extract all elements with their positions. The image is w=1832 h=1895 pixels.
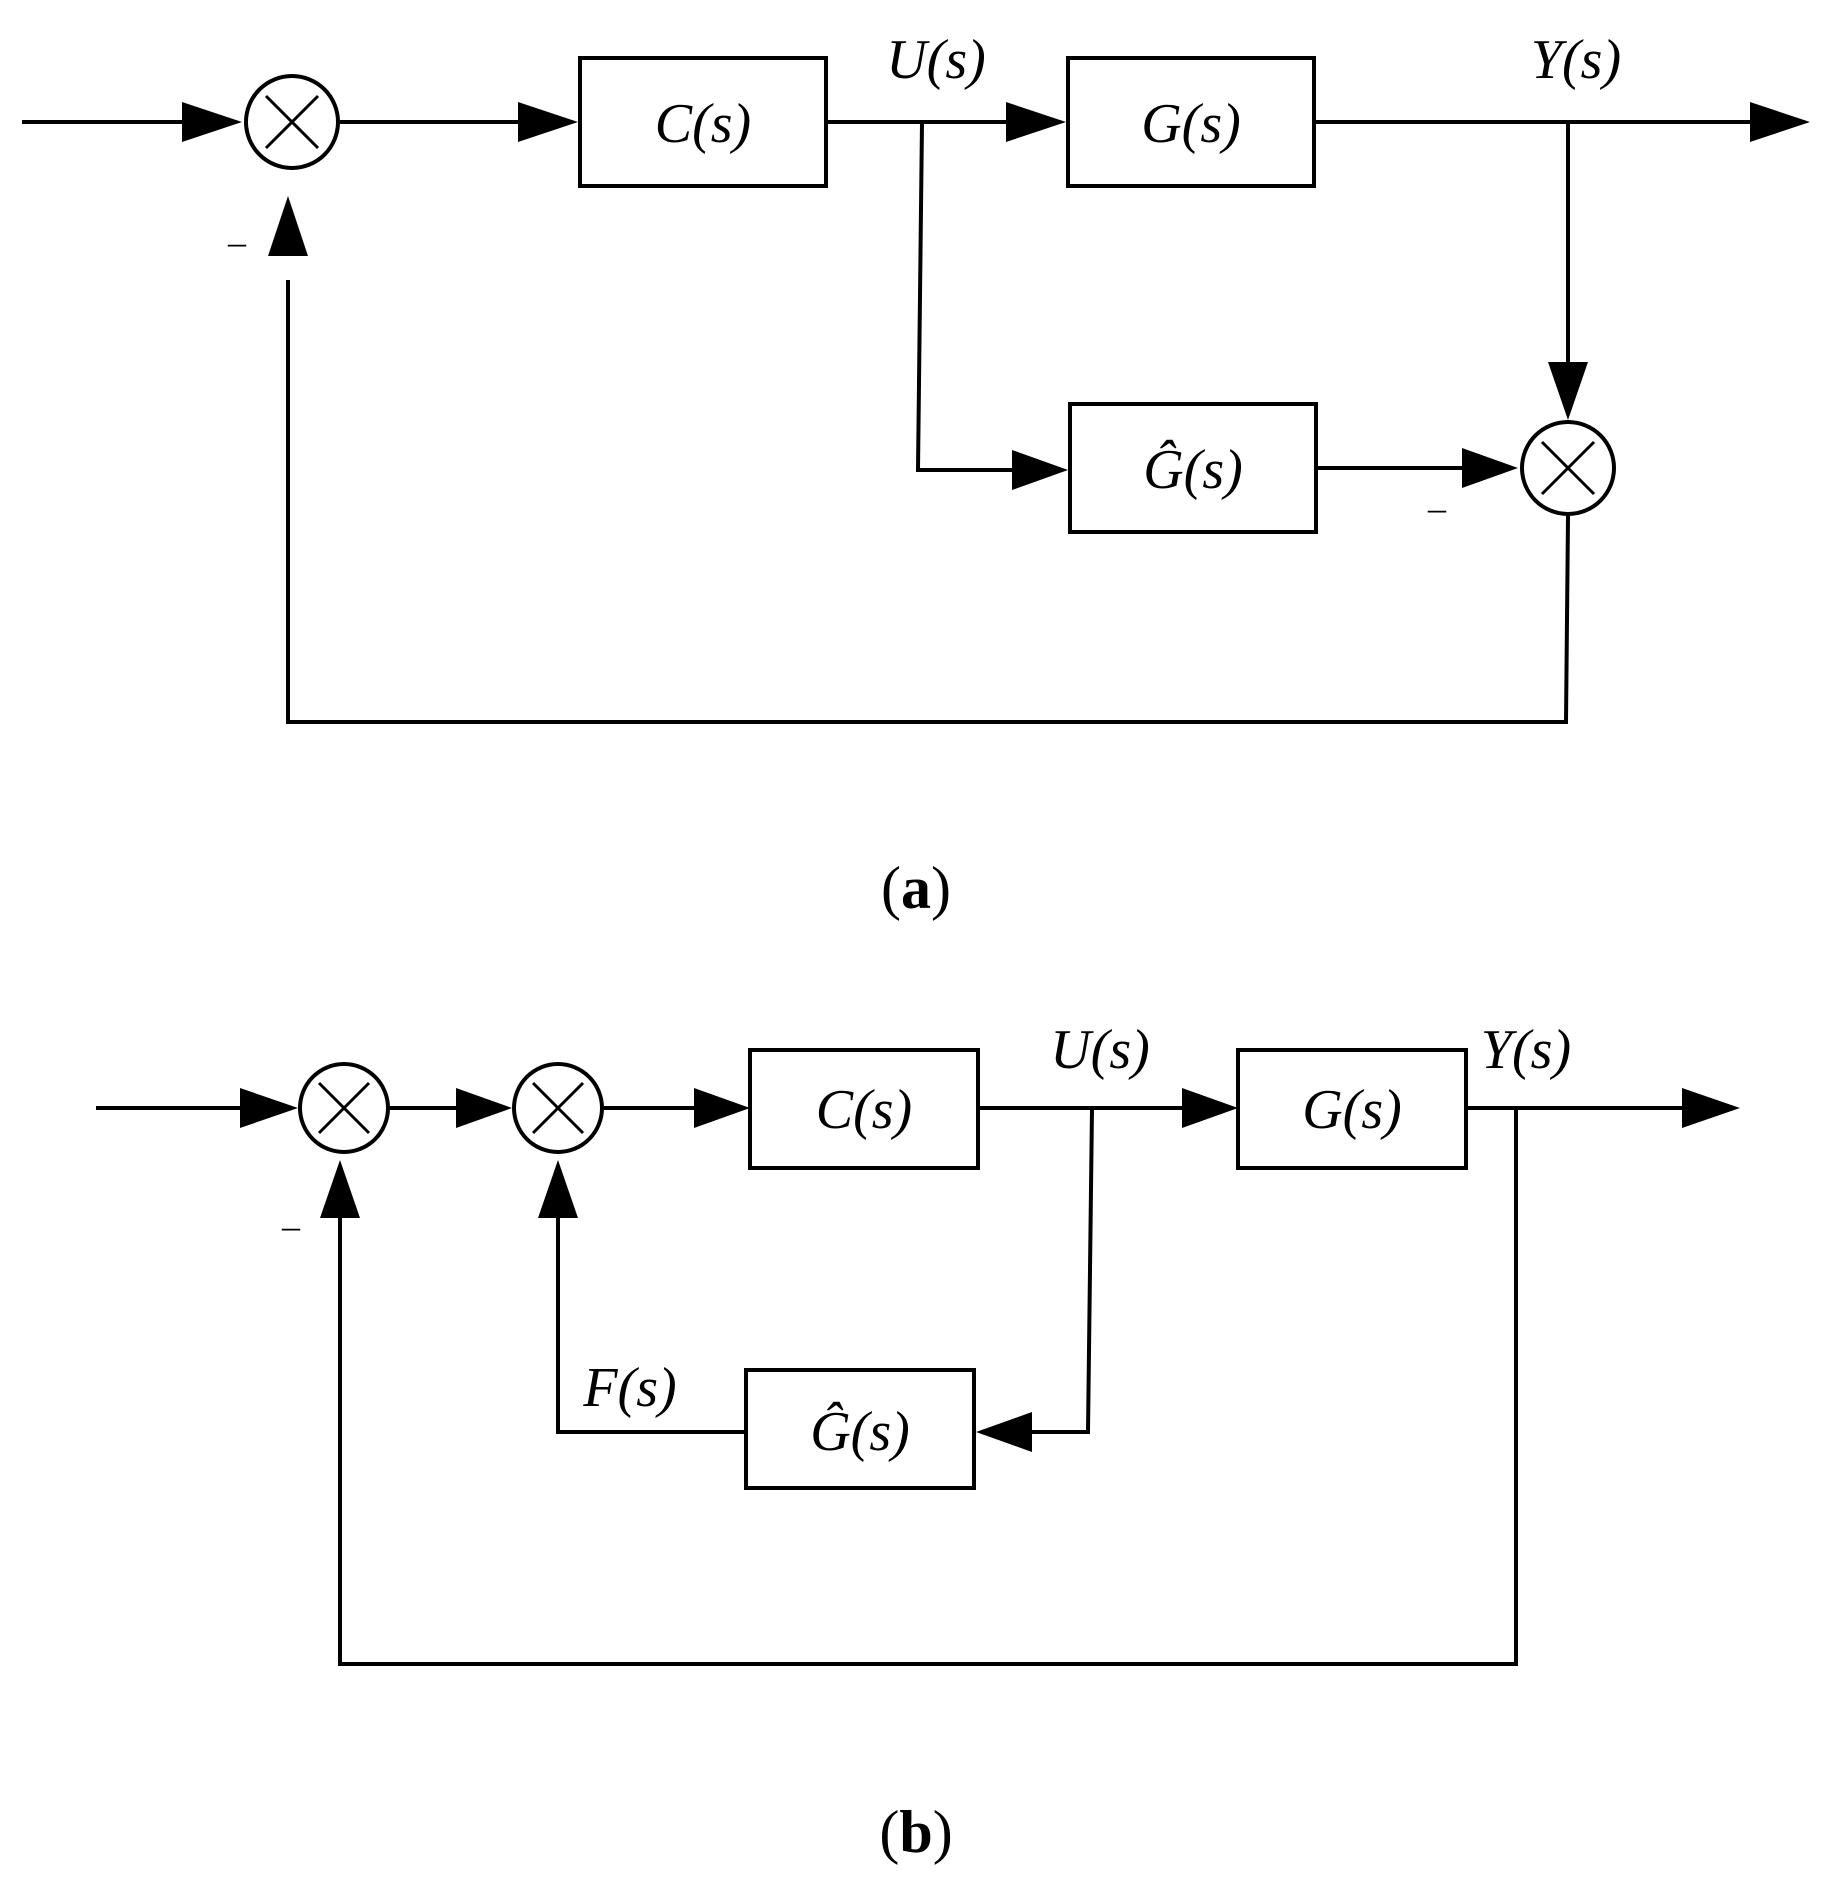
b-feedback-wire bbox=[338, 1108, 1518, 1666]
a-summing-junction-1 bbox=[244, 74, 340, 170]
a-caption: (a) bbox=[881, 855, 951, 921]
a-model-arrowhead bbox=[1012, 450, 1068, 490]
b-model-label: Ĝ(s) bbox=[810, 1401, 910, 1463]
a-model-label: Ĝ(s) bbox=[1143, 439, 1243, 501]
a-controller-arrowhead bbox=[518, 102, 578, 142]
a-output-tap-arrowhead bbox=[1548, 362, 1588, 420]
a-controller-label: C(s) bbox=[655, 93, 751, 155]
a-feedback-arrowhead bbox=[268, 196, 308, 256]
a-model-minus-sign: _ bbox=[1427, 476, 1447, 516]
b-model-branch-wire bbox=[1024, 1107, 1094, 1434]
a-controller-block: C(s) bbox=[578, 56, 828, 188]
b-model-arrowhead bbox=[976, 1412, 1032, 1452]
b-summing-junction-2 bbox=[512, 1062, 604, 1154]
b-plant-arrowhead bbox=[1182, 1088, 1238, 1128]
b-controller-label: C(s) bbox=[816, 1079, 912, 1141]
b-input-arrowhead bbox=[240, 1088, 298, 1128]
b-output-signal-label: Y(s) bbox=[1481, 1019, 1571, 1081]
a-feedback-minus-sign: _ bbox=[227, 210, 247, 250]
a-model-block: Ĝ(s) bbox=[1068, 402, 1318, 534]
b-output-arrowhead bbox=[1682, 1088, 1740, 1128]
b-summing-junction-1 bbox=[298, 1062, 390, 1154]
b-control-signal-label: U(s) bbox=[1050, 1019, 1150, 1081]
b-model-feedback-arrowhead bbox=[538, 1160, 578, 1218]
b-plant-block: G(s) bbox=[1236, 1048, 1468, 1170]
b-controller-arrowhead bbox=[694, 1088, 750, 1128]
diagram-a: C(s) G(s) Ĝ(s) U(s) Y(s) _ _ (a) bbox=[22, 29, 1810, 921]
a-feedback-wire bbox=[286, 280, 1570, 724]
b-model-output-label: F(s) bbox=[582, 1357, 676, 1419]
b-feedback-arrowhead bbox=[320, 1160, 360, 1218]
a-model-branch-wire bbox=[915, 121, 1030, 472]
b-controller-block: C(s) bbox=[748, 1048, 980, 1170]
a-plant-label: G(s) bbox=[1141, 93, 1241, 155]
b-model-feedback-wire bbox=[556, 1210, 746, 1434]
b-feedback-minus-sign: _ bbox=[281, 1194, 301, 1234]
a-input-arrowhead bbox=[182, 102, 242, 142]
b-sum2-arrowhead bbox=[456, 1088, 512, 1128]
b-plant-label: G(s) bbox=[1302, 1079, 1402, 1141]
diagram-b: C(s) G(s) Ĝ(s) U(s) Y(s) F(s) _ (b) bbox=[96, 1019, 1740, 1865]
a-output-arrowhead bbox=[1750, 102, 1810, 142]
a-model-sum-arrowhead bbox=[1462, 448, 1518, 488]
b-model-block: Ĝ(s) bbox=[744, 1368, 976, 1490]
a-control-signal-label: U(s) bbox=[886, 29, 986, 91]
a-plant-arrowhead bbox=[1006, 102, 1066, 142]
a-output-signal-label: Y(s) bbox=[1531, 29, 1621, 91]
a-plant-block: G(s) bbox=[1066, 56, 1316, 188]
b-caption: (b) bbox=[879, 1799, 952, 1865]
a-summing-junction-2 bbox=[1520, 420, 1616, 516]
